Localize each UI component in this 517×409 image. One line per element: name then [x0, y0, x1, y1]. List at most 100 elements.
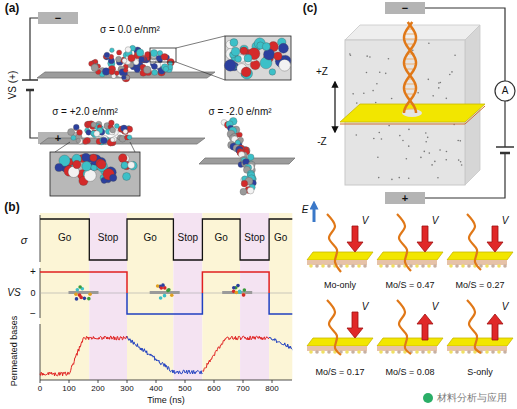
atom	[102, 68, 109, 75]
ion-dot	[388, 125, 390, 127]
battery-symbol	[496, 146, 514, 148]
atom	[321, 350, 325, 354]
ion-dot	[378, 132, 380, 134]
annotation-label: VS (+)	[8, 71, 18, 100]
phase-label: Stop	[98, 233, 119, 243]
snapshot-atom	[163, 294, 167, 298]
atom	[309, 264, 313, 268]
atom	[93, 59, 98, 64]
tick-label: 500	[178, 385, 191, 393]
ion-dot	[446, 151, 448, 153]
ion-dot	[352, 93, 354, 95]
atom	[455, 350, 459, 354]
ion-dot	[460, 161, 462, 163]
snapshot-atom	[76, 288, 80, 292]
atom	[379, 264, 383, 268]
ion-dot	[408, 145, 410, 147]
axis-tick	[214, 380, 215, 383]
ion-dot	[434, 161, 436, 163]
atom	[247, 187, 254, 194]
atom	[116, 56, 122, 62]
mos2-slab	[447, 252, 513, 260]
watermark: 材料分析与应用	[437, 393, 507, 403]
annotation-label: E	[302, 205, 309, 215]
atom	[433, 264, 437, 268]
snapshot-atom	[156, 284, 160, 288]
ion-dot	[451, 71, 453, 73]
atom	[241, 180, 248, 187]
dna-strand	[327, 300, 341, 355]
z-axis-arrow	[334, 82, 335, 132]
atom	[503, 350, 507, 354]
tick-label: 600	[207, 385, 220, 393]
ion-dot	[439, 149, 441, 151]
electrode-plate	[38, 12, 78, 24]
atom	[339, 264, 343, 268]
atom	[73, 124, 79, 130]
atom	[110, 48, 115, 53]
electrode-plate	[385, 2, 425, 14]
phase-label: Go	[274, 233, 287, 243]
atom	[415, 264, 419, 268]
atom	[379, 350, 383, 354]
snapshot-atom	[232, 286, 236, 290]
panel-a	[22, 12, 295, 196]
atom	[91, 122, 96, 127]
atom	[467, 264, 471, 268]
atom	[363, 350, 367, 354]
mos2-slab	[377, 252, 443, 260]
velocity-arrow	[487, 314, 503, 340]
atom	[82, 153, 90, 161]
annotation-label: σ = -2.0 e/nm²	[208, 107, 271, 117]
annotation-label: −	[55, 13, 61, 24]
membrane-edge	[340, 106, 485, 124]
atom	[421, 264, 425, 268]
ion-dot	[373, 138, 375, 140]
dna-rung	[405, 84, 416, 85]
atom	[409, 264, 413, 268]
atom	[84, 169, 96, 181]
atom	[385, 350, 389, 354]
atom	[86, 130, 91, 135]
dna-helix	[404, 22, 416, 113]
snapshot-atom	[234, 291, 238, 295]
axis-tick	[40, 380, 41, 383]
permeation-trace	[269, 337, 292, 350]
ion-dot	[420, 157, 422, 159]
mos2-membrane	[340, 104, 485, 122]
atom	[491, 264, 495, 268]
snapshot-atom	[238, 290, 242, 294]
ion-dot	[376, 83, 378, 85]
composition-caption: Mo/S = 0.17	[316, 368, 365, 377]
stop-band	[240, 213, 269, 380]
velocity-label: V	[362, 216, 369, 226]
atom	[397, 350, 401, 354]
atom	[235, 56, 242, 63]
ion-dot	[461, 164, 463, 166]
atom	[309, 350, 313, 354]
dna-strand	[467, 300, 481, 353]
atom	[449, 350, 453, 354]
atom	[123, 68, 128, 73]
ion-dot	[372, 90, 374, 92]
phase-label: Go	[144, 233, 157, 243]
tick-label: 700	[236, 385, 249, 393]
atom	[114, 124, 119, 129]
ion-dot	[428, 42, 430, 44]
phase-label: Go	[58, 233, 71, 243]
ion-dot	[375, 102, 377, 104]
atom	[315, 350, 319, 354]
snapshot-atom	[74, 293, 78, 297]
axis-tick	[98, 380, 99, 383]
annotation-label: +Z	[316, 67, 328, 77]
ion-dot	[417, 92, 419, 94]
atom	[128, 54, 135, 61]
battery-symbol	[500, 152, 510, 155]
atom	[82, 161, 92, 171]
ion-dot	[356, 102, 358, 104]
axis-tick	[156, 380, 157, 383]
annotation-label: σ = 0.0 e/nm²	[100, 25, 160, 35]
atom	[235, 140, 240, 145]
atom	[269, 69, 276, 76]
permeation-trace	[127, 336, 202, 374]
